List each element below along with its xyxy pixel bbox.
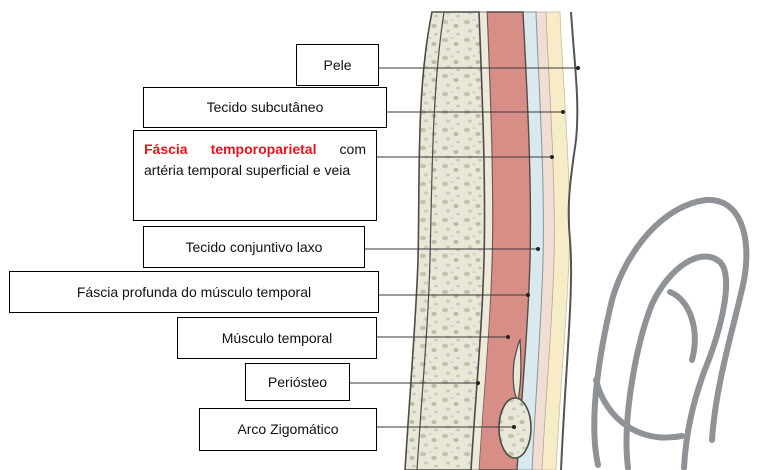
temporal-bone-layer (405, 12, 485, 470)
label-fascia-temporoparietal: Fáscia temporoparietal com artéria tempo… (133, 130, 377, 221)
label-tecido-subcutaneo: Tecido subcutâneo (143, 87, 387, 128)
label-fascia-temporoparietal-title: Fáscia temporoparietal (144, 141, 316, 157)
label-musculo-temporal: Músculo temporal (177, 317, 377, 359)
ear-outline (594, 200, 746, 468)
label-arco-zigomatico-text: Arco Zigomático (237, 421, 338, 438)
label-fascia-profunda: Fáscia profunda do músculo temporal (9, 271, 379, 313)
label-pele-text: Pele (323, 57, 351, 74)
label-tecido-subcutaneo-text: Tecido subcutâneo (207, 99, 324, 116)
label-musculo-temporal-text: Músculo temporal (222, 330, 333, 347)
label-fascia-profunda-text: Fáscia profunda do músculo temporal (77, 284, 311, 301)
label-tecido-conjuntivo-laxo-text: Tecido conjuntivo laxo (186, 239, 323, 256)
label-pele: Pele (296, 44, 379, 86)
label-periosteo-text: Periósteo (268, 374, 327, 391)
label-arco-zigomatico: Arco Zigomático (199, 408, 377, 451)
label-tecido-conjuntivo-laxo: Tecido conjuntivo laxo (143, 226, 365, 268)
label-periosteo: Periósteo (245, 363, 350, 401)
